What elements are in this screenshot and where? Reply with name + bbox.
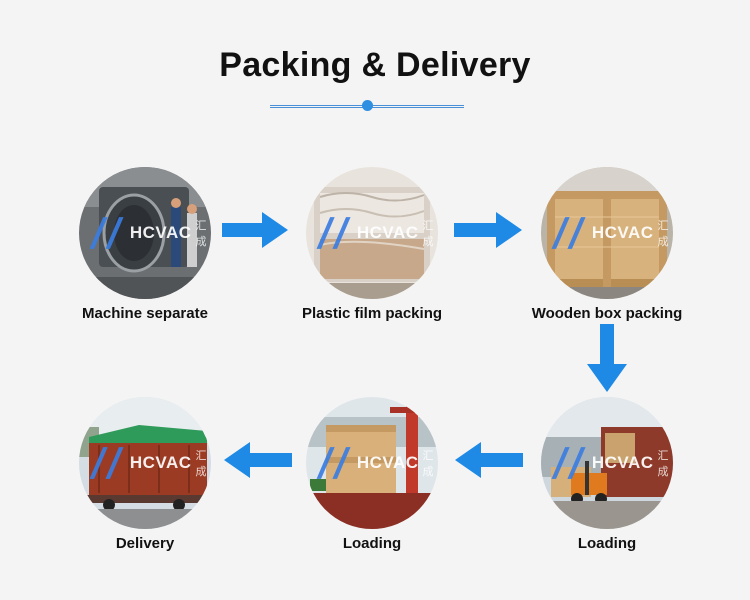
step-label: Plastic film packing [301,305,443,322]
hcvac-logo-icon [89,447,124,479]
title-divider [270,100,464,111]
step-label: Loading [342,535,402,552]
hcvac-logo-icon [316,447,351,479]
step-photo-plastic-film: HCVAC 汇成 [306,167,438,299]
arrow-right-icon [454,212,522,248]
arrow-right-icon [222,212,288,248]
arrow-left-icon [455,442,523,478]
step-photo-machine: HCVAC 汇成 [79,167,211,299]
hcvac-watermark: HCVAC 汇成 [312,217,434,249]
step-photo-delivery-truck: HCVAC 汇成 [79,397,211,529]
step-label: Wooden box packing [531,305,683,322]
hcvac-watermark: HCVAC 汇成 [547,447,669,479]
arrow-left-icon [224,442,292,478]
step-photo-wooden-box: HCVAC 汇成 [541,167,673,299]
hcvac-watermark: HCVAC 汇成 [85,447,207,479]
hcvac-watermark: HCVAC 汇成 [312,447,434,479]
hcvac-logo-icon [316,217,351,249]
hcvac-watermark: HCVAC 汇成 [547,217,669,249]
step-photo-crane-loading: HCVAC 汇成 [306,397,438,529]
step-label: Machine separate [82,305,208,322]
step-photo-forklift-loading: HCVAC 汇成 [541,397,673,529]
divider-dot [362,100,373,111]
hcvac-logo-icon [551,217,586,249]
hcvac-logo-icon [551,447,586,479]
step-label: Loading [577,535,637,552]
step-label: Delivery [115,535,175,552]
page-title: Packing & Delivery [219,46,531,84]
arrow-down-icon [587,324,627,392]
hcvac-watermark: HCVAC 汇成 [85,217,207,249]
hcvac-logo-icon [89,217,124,249]
